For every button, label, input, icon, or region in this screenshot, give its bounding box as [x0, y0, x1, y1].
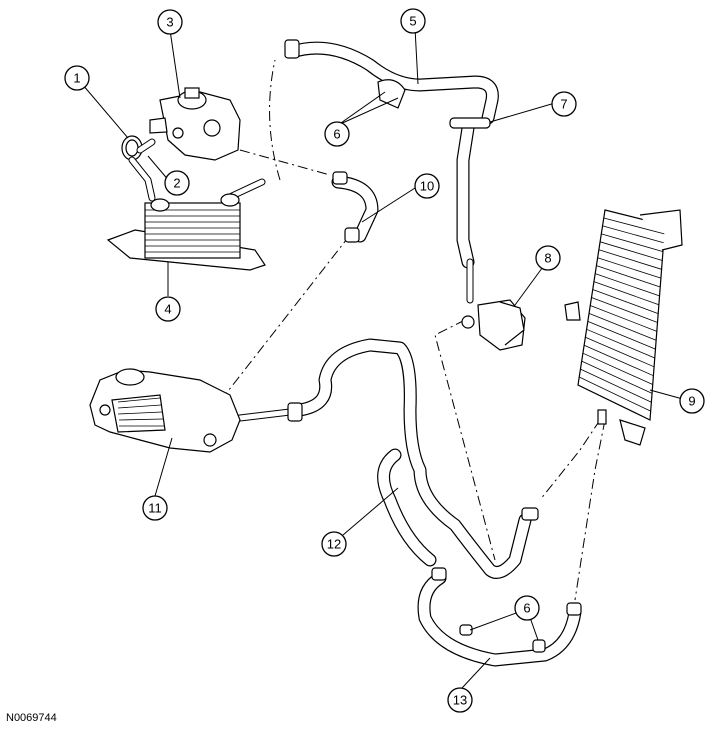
- coolant-pump-housing: [149, 87, 241, 161]
- callout-8: 8: [535, 245, 561, 271]
- svg-text:6: 6: [333, 127, 340, 142]
- callout-3: 3: [157, 9, 183, 35]
- control-valve: [461, 258, 526, 351]
- svg-text:11: 11: [148, 501, 162, 516]
- radiator-fin: [599, 241, 663, 261]
- radiator-fin: [590, 305, 657, 332]
- radiator-fin: [579, 376, 651, 412]
- callouts: 1 2 3 4 5 6 7 8 9 10 11 12 6 13: [64, 8, 705, 713]
- svg-text:1: 1: [73, 71, 80, 86]
- radiator-fin: [585, 336, 655, 368]
- radiator-fin: [593, 281, 659, 306]
- svg-text:6: 6: [523, 601, 530, 616]
- svg-text:7: 7: [560, 97, 567, 112]
- svg-text:13: 13: [453, 693, 467, 708]
- svg-text:4: 4: [164, 302, 171, 317]
- callout-9: 9: [679, 388, 705, 414]
- transmission-housing: [89, 368, 241, 453]
- heat-exchanger: [564, 209, 683, 446]
- callout-4: 4: [155, 296, 181, 322]
- svg-text:5: 5: [409, 14, 416, 29]
- callout-6-lower: 6: [514, 595, 540, 621]
- radiator-fin: [583, 344, 654, 377]
- svg-text:12: 12: [327, 537, 341, 552]
- hose-fitting: [121, 135, 266, 202]
- radiator-fin: [602, 225, 664, 244]
- coolant-hoses: [236, 41, 582, 667]
- svg-text:9: 9: [688, 394, 695, 409]
- radiator-fin: [588, 313, 657, 341]
- hose-clamps: [284, 39, 582, 653]
- radiator-fin: [582, 352, 653, 385]
- oil-cooler: [106, 193, 266, 271]
- radiator-fin: [601, 233, 664, 252]
- figure-id: N0069744: [6, 712, 57, 724]
- radiator-fin: [587, 320, 656, 350]
- radiator-fin: [591, 297, 658, 323]
- callout-5: 5: [400, 8, 426, 34]
- radiator-fin: [603, 217, 665, 235]
- callout-10: 10: [414, 173, 440, 199]
- svg-text:8: 8: [544, 251, 551, 266]
- routing-lines: [224, 59, 606, 601]
- callout-11: 11: [142, 495, 168, 521]
- radiator-fin: [586, 328, 655, 359]
- svg-text:10: 10: [420, 179, 434, 194]
- callout-2: 2: [164, 170, 190, 196]
- callout-1: 1: [64, 65, 90, 91]
- leader-lines: [76, 27, 691, 689]
- callout-12: 12: [321, 531, 347, 557]
- radiator-fin: [592, 289, 659, 315]
- svg-text:2: 2: [173, 176, 180, 191]
- svg-text:3: 3: [166, 15, 173, 30]
- radiator-fin: [595, 273, 660, 297]
- radiator-fin: [597, 257, 662, 279]
- callout-7: 7: [551, 91, 577, 117]
- radiator-fin: [580, 368, 652, 403]
- callout-13: 13: [447, 687, 473, 713]
- radiator-fin: [596, 265, 661, 288]
- radiator-fin: [598, 249, 662, 270]
- radiator-fin: [581, 360, 653, 394]
- callout-6-upper: 6: [324, 121, 350, 147]
